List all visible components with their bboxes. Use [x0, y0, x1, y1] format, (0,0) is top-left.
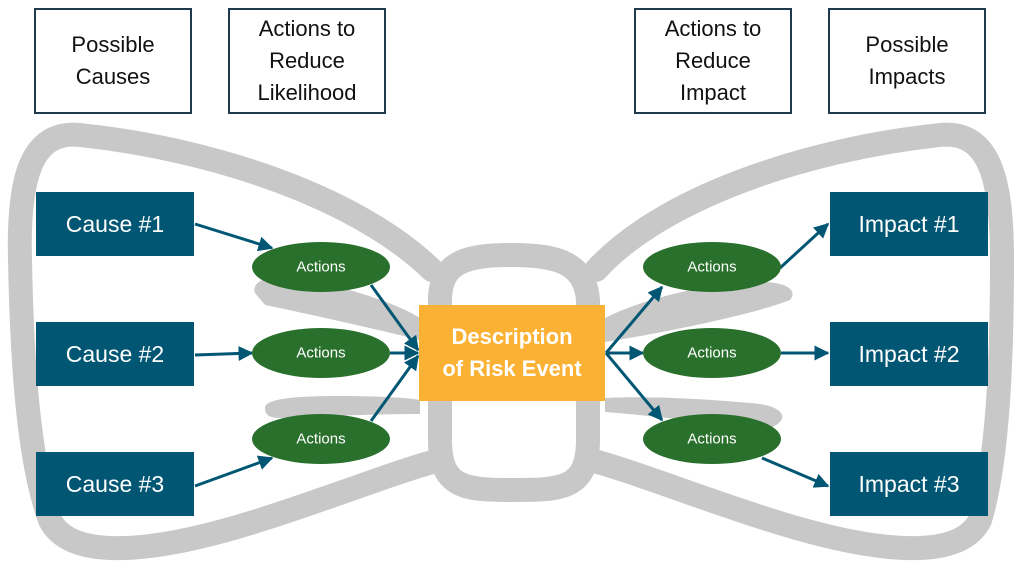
action-label-left-1: Actions — [296, 259, 345, 276]
action-label-right-2: Actions — [687, 345, 736, 362]
arrow-actions3-to-impact3 — [761, 456, 830, 488]
impact-box-1: Impact #1 — [830, 192, 988, 256]
arrow-risk-to-actions3 — [604, 352, 664, 422]
impact-box-3: Impact #3 — [830, 452, 988, 516]
action-ellipse-right-1 — [643, 242, 781, 292]
action-label-right-3: Actions — [687, 431, 736, 448]
arrow-actions1-to-impact1 — [778, 222, 830, 270]
cause-box-1: Cause #1 — [36, 192, 194, 256]
bowtie-fold-right-upper — [605, 281, 793, 342]
header-actions-reduce-likelihood: Actions to Reduce Likelihood — [228, 8, 386, 114]
bowtie-right-wing — [578, 122, 1014, 561]
header-possible-causes: Possible Causes — [34, 8, 192, 114]
action-label-left-3: Actions — [296, 431, 345, 448]
action-label-left-2: Actions — [296, 345, 345, 362]
header-actions-reduce-impact: Actions to Reduce Impact — [634, 8, 792, 114]
cause-box-3: Cause #3 — [36, 452, 194, 516]
bowtie-knot — [428, 243, 600, 502]
action-ellipse-left-2 — [252, 328, 390, 378]
bowtie-left-wing — [7, 122, 452, 561]
action-ellipse-right-2 — [643, 328, 781, 378]
impact-box-2: Impact #2 — [830, 322, 988, 386]
arrow-cause3-to-actions — [194, 455, 274, 488]
arrow-cause2-to-actions — [194, 345, 254, 361]
arrow-actions1-to-risk — [369, 284, 420, 352]
action-label-right-1: Actions — [687, 259, 736, 276]
bowtie-fold-left-upper — [254, 276, 420, 340]
action-ellipse-right-3 — [643, 414, 781, 464]
arrow-cause1-to-actions — [194, 222, 274, 252]
action-ellipse-left-3 — [252, 414, 390, 464]
arrow-risk-to-actions1 — [604, 285, 664, 354]
risk-event-box: Description of Risk Event — [419, 305, 605, 401]
header-possible-impacts: Possible Impacts — [828, 8, 986, 114]
action-ellipse-left-1 — [252, 242, 390, 292]
bowtie-fold-left-lower — [265, 396, 420, 418]
arrow-actions3-to-risk — [369, 354, 420, 422]
cause-box-2: Cause #2 — [36, 322, 194, 386]
